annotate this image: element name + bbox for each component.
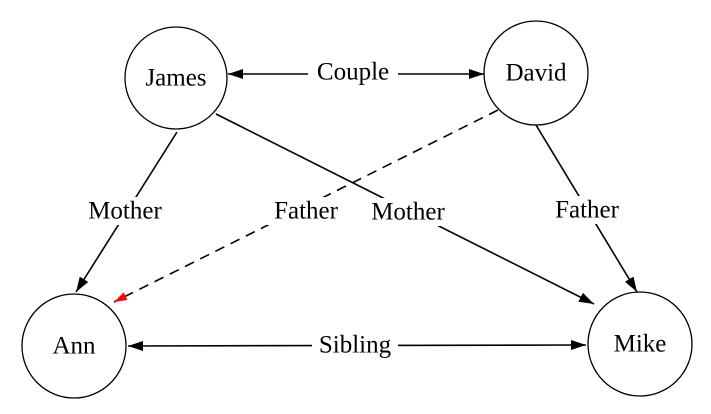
- edge-label-mother-center-bg: [367, 198, 449, 226]
- node-david-circle: [483, 20, 589, 126]
- node-james-label: James: [145, 65, 206, 92]
- node-ann-label: Ann: [52, 333, 96, 360]
- edge-label-sibling-text: Sibling: [319, 332, 392, 359]
- edge-father-red-dashed-line: [113, 109, 499, 303]
- node-mike: Mike: [587, 291, 693, 397]
- edge-label-father-right-text: Father: [555, 197, 620, 224]
- edge-label-couple-text: Couple: [317, 59, 389, 86]
- node-james: James: [124, 26, 228, 130]
- edge-label-mother-center-text: Mother: [371, 199, 445, 226]
- edge-label-father-red-text: Father: [274, 198, 339, 225]
- node-david: David: [483, 20, 589, 126]
- edge-label-mother-center: Mother: [367, 198, 449, 226]
- node-mike-label: Mike: [614, 331, 667, 358]
- edge-label-mother-left-text: Mother: [88, 198, 162, 225]
- edge-label-father-right-bg: [549, 196, 625, 224]
- node-david-label: David: [505, 60, 567, 87]
- edge-label-couple-bg: [308, 58, 398, 86]
- edge-label-sibling-bg: [312, 331, 398, 360]
- edge-label-mother-left-bg: [85, 197, 165, 225]
- edge-label-father-red: Father: [267, 197, 345, 225]
- node-ann: Ann: [21, 293, 127, 399]
- edge-label-sibling: Sibling: [312, 331, 398, 360]
- edge-label-father-right: Father: [549, 196, 625, 224]
- edge-label-father-red-bg: [267, 197, 345, 225]
- node-mike-circle: [587, 291, 693, 397]
- edge-label-mother-left: Mother: [85, 197, 165, 225]
- node-james-circle: [124, 26, 228, 130]
- node-ann-circle: [21, 293, 127, 399]
- edge-label-couple: Couple: [308, 58, 398, 86]
